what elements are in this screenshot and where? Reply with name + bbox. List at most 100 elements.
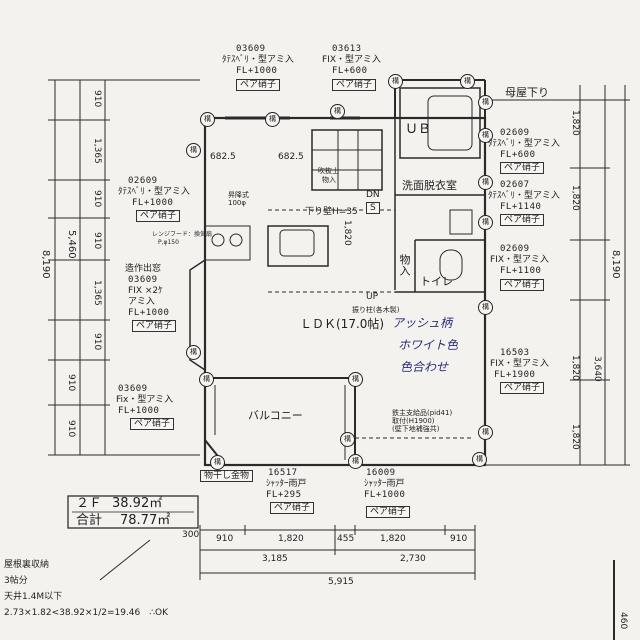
stair-note: 吹抜上 [318, 167, 339, 175]
pillar-mark: 構 [199, 372, 214, 387]
window-height: FL+600 [500, 150, 536, 160]
window-code: 02607 [500, 180, 530, 190]
total-area: 78.77㎡ [120, 513, 171, 528]
switch-mark: S [366, 202, 380, 214]
dim-right-part: 1,820 [570, 355, 580, 381]
pillar-mark: 構 [478, 128, 493, 143]
dim-bottom-part: 910 [216, 534, 234, 544]
window-type: FIX・型アミ入 [490, 255, 549, 265]
pillar-mark: 構 [472, 452, 487, 467]
pillar-mark: 構 [348, 372, 363, 387]
window-code: 02609 [128, 176, 158, 186]
window-type: FIX・型アミ入 [490, 359, 549, 369]
window-glass-badge: ペア硝子 [500, 162, 545, 174]
ldk-note: 振り柱(各木製) [352, 306, 400, 314]
window-height: FL+1000 [132, 198, 174, 208]
ceiling-note: 100φ [228, 199, 246, 207]
balcony-note: (壁下地補強共) [392, 425, 440, 433]
window-glass-badge: ペア硝子 [332, 79, 377, 91]
pillar-mark: 構 [348, 454, 363, 469]
pillar-mark: 構 [478, 175, 493, 190]
window-code: 16517 [268, 468, 298, 478]
dim-left-outer: 8,190 [40, 250, 51, 279]
window-glass-badge: ペア硝子 [500, 382, 545, 394]
room-label-washroom: 洗面脱衣室 [402, 179, 457, 192]
total-label: 合計 [76, 513, 103, 528]
attic-title: 屋根裏収納 [4, 560, 50, 570]
dim-left-part: 910 [92, 90, 102, 108]
window-height: FL+1900 [494, 370, 536, 380]
dim-left-part: 910 [66, 374, 76, 392]
down-wall-label: 下り壁H=35 [305, 207, 358, 217]
handwritten-note: 色合わせ [400, 360, 449, 374]
window-glass-badge: ペア硝子 [366, 506, 411, 518]
roof-label: 母屋下り [505, 86, 549, 99]
dim-inner: 682.5 [210, 152, 236, 162]
window-code: 03609 [236, 44, 266, 54]
dim-bottom-part: 1,820 [380, 534, 406, 544]
handwritten-note: アッシュ柄 [392, 316, 453, 330]
floor-label: ２Ｆ [76, 496, 103, 511]
window-code: 16009 [366, 468, 396, 478]
window-code: 03609 [128, 275, 158, 285]
pillar-mark: 構 [388, 74, 403, 89]
window-prefix: 造作出窓 [125, 264, 162, 274]
window-height: FL+600 [332, 66, 368, 76]
window-code: 16503 [500, 348, 530, 358]
window-type: ﾀﾃｽﾍﾞﾘ・型アミ入 [488, 139, 560, 149]
window-glass-badge: ペア硝子 [500, 214, 545, 226]
dim-bottom-part: 455 [337, 534, 355, 544]
pillar-mark: 構 [478, 215, 493, 230]
dim-right-part: 1,820 [570, 185, 580, 211]
window-glass-badge: ペア硝子 [130, 418, 175, 430]
window-code: 03609 [118, 384, 148, 394]
window-type: FIX・型アミ入 [322, 55, 381, 65]
room-label-storage: 物入 [398, 254, 411, 276]
pillar-mark: 構 [330, 104, 345, 119]
room-label-bath: ＵＢ [405, 122, 432, 137]
dim-bottom-part: 910 [450, 534, 468, 544]
room-label-toilet: トイレ [420, 275, 453, 288]
window-glass-badge: ペア硝子 [132, 320, 177, 332]
dim-bottom-total: 5,915 [328, 577, 354, 587]
window-code: 02609 [500, 128, 530, 138]
window-glass-badge: ペア硝子 [500, 279, 545, 291]
window-type: ﾀﾃｽﾍﾞﾘ・型アミ入 [222, 55, 294, 65]
pillar-mark: 構 [210, 455, 225, 470]
stair-dn-label: DN [366, 190, 380, 200]
dim-bottom-mid: 3,185 [262, 554, 288, 564]
pillar-mark: 構 [200, 112, 215, 127]
room-label-ldk: ＬＤＫ(17.0帖) [300, 317, 385, 331]
window-type: ｼｬｯﾀｰ雨戸 [364, 479, 405, 489]
dim-bottom-offset: 300 [182, 530, 200, 540]
floor-area: 38.92㎡ [112, 496, 163, 511]
dim-left-part: 910 [92, 333, 102, 351]
dim-left-part: 1,365 [92, 138, 102, 164]
window-height: FL+1000 [236, 66, 278, 76]
dim-left-part: 1,365 [92, 280, 102, 306]
window-height: FL+295 [266, 490, 302, 500]
window-type: Fix・型アミ入 [116, 395, 174, 405]
room-label-balcony: バルコニー [248, 409, 303, 422]
window-glass-badge: ペア硝子 [236, 79, 281, 91]
balcony-note: 鉄主支給品(pid41) [392, 409, 453, 417]
dim-left-mid: 5,460 [66, 230, 77, 259]
pillar-mark: 構 [186, 143, 201, 158]
dim-left-part: 910 [92, 190, 102, 208]
balcony-note: 取付(H1900) [392, 417, 435, 425]
window-glass-badge: ペア硝子 [270, 502, 315, 514]
dry-rack-label: 物干し金物 [200, 470, 254, 482]
dim-right-part: 1,820 [570, 110, 580, 136]
window-type: FIX ×2ｹ [128, 286, 163, 296]
pillar-mark: 構 [478, 95, 493, 110]
attic-size: 3帖分 [4, 576, 28, 586]
ceiling-height-note: 天井1.4M以下 [4, 592, 63, 602]
window-code: 03613 [332, 44, 362, 54]
stair-up-label: UP [366, 292, 379, 302]
range-note: レンジフード：換気扇 [152, 231, 213, 238]
attic-formula: 2.73×1.82<38.92×1/2=19.46 ∴OK [4, 608, 168, 618]
window-type: ﾀﾃｽﾍﾞﾘ・型アミ入 [118, 187, 190, 197]
dim-right-part: 1,820 [570, 424, 580, 450]
window-code: 02609 [500, 244, 530, 254]
